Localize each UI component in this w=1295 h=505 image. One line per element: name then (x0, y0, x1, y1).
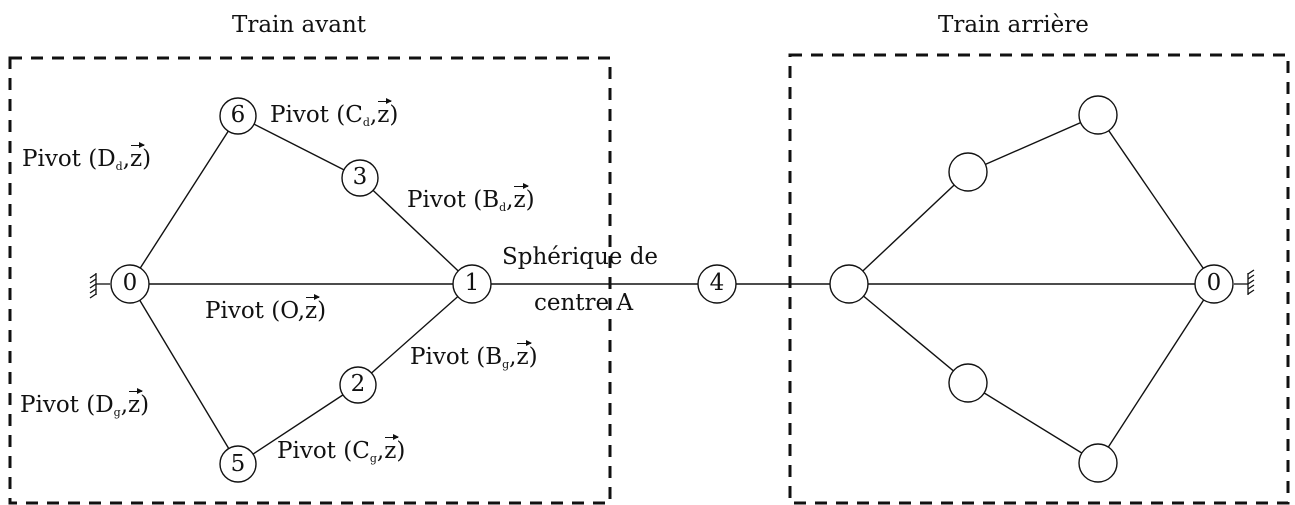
edge-3-1 (359, 177, 473, 285)
link-label-O: Pivot (O,z) (205, 294, 327, 324)
spherical-link-label-line2: centre A (534, 290, 634, 316)
rear-node-center (829, 264, 869, 304)
nodes (110, 95, 1234, 483)
spherical-link-label-line1: Sphérique de (502, 244, 659, 270)
rear-edge-upper-3 (1097, 114, 1215, 285)
edge-0-6 (129, 115, 239, 285)
node-6 (219, 97, 257, 135)
ground-icon-rear (1234, 269, 1255, 295)
link-label-C-d: Pivot (Cd,z) (270, 98, 399, 129)
node-0-rear (1194, 264, 1234, 304)
node-0-front (110, 264, 150, 304)
rear-node-upper-1 (948, 152, 988, 192)
rear-node-lower-1 (948, 363, 988, 403)
rear-edge-upper-1 (848, 171, 969, 285)
rear-train-frame (788, 53, 1290, 505)
link-label-B-d: Pivot (Bd,z) (407, 183, 535, 214)
node-2-label: 2 (350, 371, 366, 397)
node-0-front-label: 0 (122, 270, 138, 296)
node-5 (219, 445, 257, 483)
edge-0-5 (129, 283, 239, 465)
front-train-frame (8, 56, 612, 505)
rear-edge-lower-2 (967, 382, 1099, 464)
node-0-rear-label: 0 (1206, 270, 1222, 296)
edge-6-3 (237, 115, 361, 179)
node-4-label: 4 (709, 270, 725, 296)
rear-edge-upper-2 (967, 114, 1099, 173)
ground-icon-front (89, 273, 110, 299)
link-label-C-g: Pivot (Cg,z) (277, 434, 406, 465)
node-3 (341, 159, 379, 197)
node-3-label: 3 (352, 164, 368, 190)
rear-edge-lower-3 (1097, 283, 1215, 464)
node-5-label: 5 (230, 451, 246, 477)
node-6-label: 6 (230, 102, 246, 128)
node-1 (452, 264, 492, 304)
front-train-edges (129, 115, 849, 465)
rear-train-title: Train arrière (938, 12, 1089, 38)
rear-node-lower-2 (1078, 443, 1118, 483)
rear-node-upper-2 (1078, 95, 1118, 135)
node-1-label: 1 (464, 270, 480, 296)
edge-2-1 (357, 283, 473, 386)
rear-edge-lower-1 (848, 283, 969, 384)
node-4 (697, 264, 737, 304)
edge-5-2 (237, 384, 359, 465)
node-2 (339, 366, 377, 404)
rear-train-edges (848, 114, 1215, 464)
front-train-title: Train avant (232, 12, 367, 38)
link-label-D-d: Pivot (Dd,z) (22, 142, 152, 173)
link-label-D-g: Pivot (Dg,z) (20, 388, 150, 419)
link-label-B-g: Pivot (Bg,z) (410, 340, 538, 371)
